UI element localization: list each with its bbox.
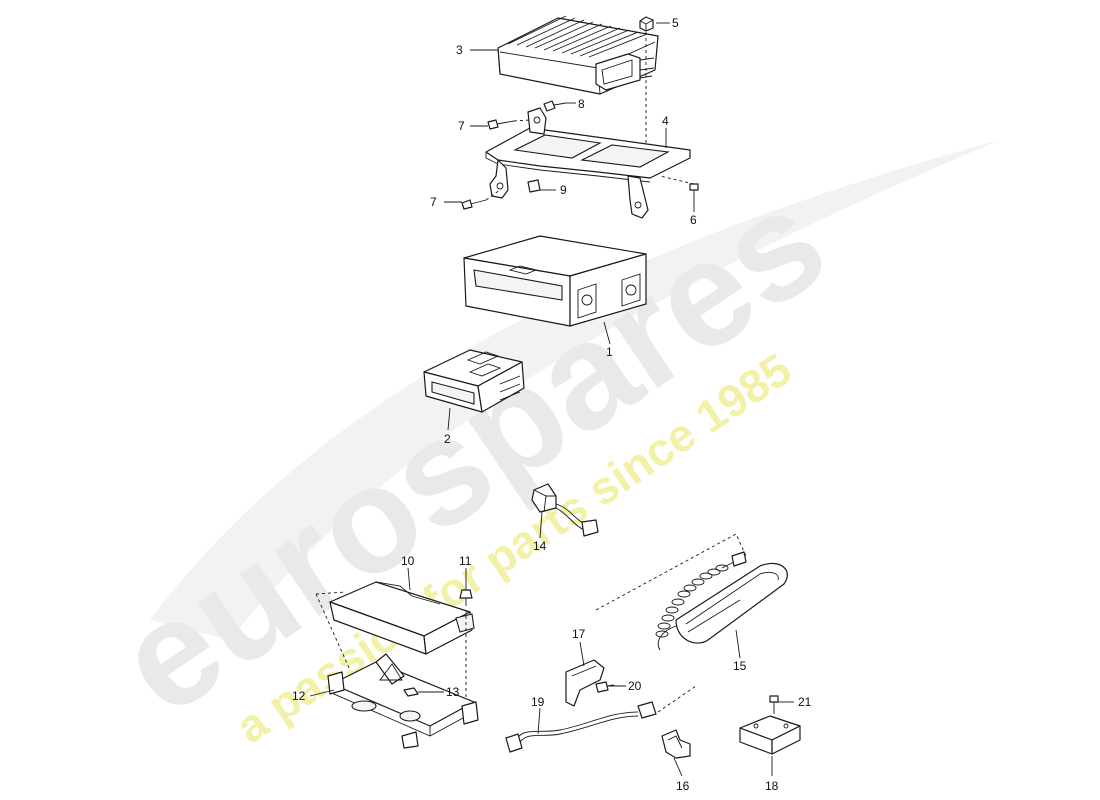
screw-21 <box>769 695 779 714</box>
callout-7-lower: 7 <box>430 195 437 209</box>
callout-5: 5 <box>672 16 679 30</box>
amplifier <box>497 15 659 95</box>
callout-3: 3 <box>456 43 463 57</box>
callout-10: 10 <box>401 554 415 568</box>
screw-8 <box>543 100 567 112</box>
watermark-swoosh <box>150 140 1000 640</box>
connector-14 <box>531 483 599 537</box>
box-18 <box>739 715 801 755</box>
screw-20 <box>595 681 615 693</box>
holder-16 <box>661 729 691 759</box>
callout-13: 13 <box>446 685 460 699</box>
callout-labels: 1 2 3 4 5 6 7 7 8 9 10 11 12 13 14 15 16… <box>292 16 812 793</box>
callout-19: 19 <box>531 695 545 709</box>
callout-17: 17 <box>572 627 586 641</box>
watermark-brand: eurospares <box>89 155 853 747</box>
callout-11: 11 <box>459 554 472 568</box>
callout-8: 8 <box>578 97 585 111</box>
callout-12: 12 <box>292 689 306 703</box>
callout-7-upper: 7 <box>458 119 465 133</box>
callout-20: 20 <box>628 679 642 693</box>
cable-19 <box>505 701 657 753</box>
callout-6: 6 <box>690 213 697 227</box>
callout-14: 14 <box>533 539 547 553</box>
callout-1: 1 <box>606 345 613 359</box>
callout-16: 16 <box>676 779 690 793</box>
cd-changer <box>463 235 647 327</box>
base-bracket-12 <box>327 653 479 749</box>
callout-15: 15 <box>733 659 747 673</box>
callout-9: 9 <box>560 183 567 197</box>
callout-21: 21 <box>798 695 812 709</box>
cover-17 <box>565 659 605 707</box>
leader-lines <box>309 22 794 777</box>
callout-2: 2 <box>444 432 451 446</box>
mounting-bracket <box>485 107 691 219</box>
screw-7-lower <box>461 199 487 210</box>
telephone-handset-15 <box>655 551 788 651</box>
nut-5 <box>639 16 654 32</box>
nut-13 <box>403 687 419 697</box>
callout-18: 18 <box>765 779 779 793</box>
screw-11 <box>459 589 473 606</box>
screw-6 <box>689 183 699 198</box>
screw-7-upper <box>487 119 515 130</box>
watermark: eurospares a passion for parts since 198… <box>89 140 1000 753</box>
control-unit-10 <box>329 581 475 655</box>
callout-4: 4 <box>662 114 669 128</box>
clip-9 <box>527 179 541 193</box>
cd-magazine <box>423 349 525 413</box>
